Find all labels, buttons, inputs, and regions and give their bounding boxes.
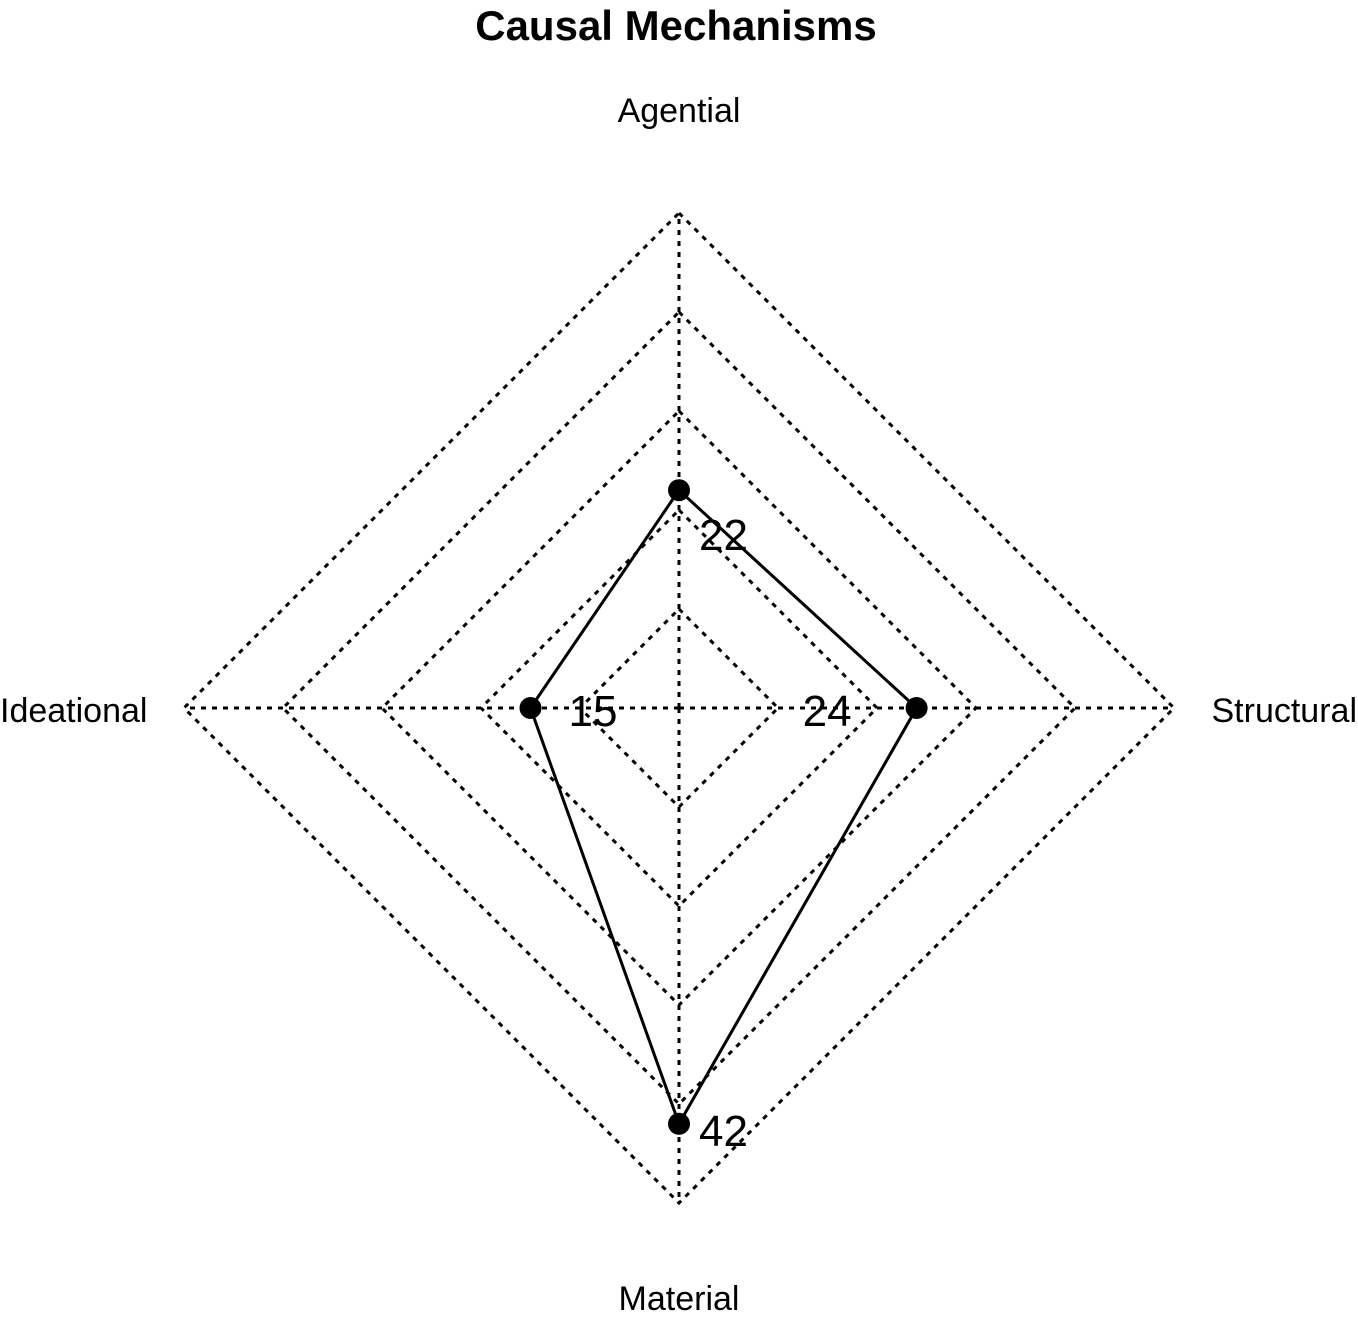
grid-ring-1 [577,606,781,810]
data-point-agential [668,479,690,502]
data-point-material [668,1112,690,1135]
data-label-agential: 22 [699,511,748,560]
axis-label-structural: Structural [1212,692,1358,730]
data-label-structural: 24 [803,687,852,736]
data-label-ideational: 15 [569,687,618,736]
data-points [519,479,928,1135]
chart-title: Causal Mechanisms [475,2,877,49]
series-line [528,487,919,1128]
data-point-structural [905,697,928,719]
series-layer [528,487,919,1128]
data-labels: 22 24 42 15 [569,511,852,1156]
axis-label-material: Material [619,1280,740,1318]
axis-label-agential: Agential [618,92,741,130]
data-point-ideational [519,697,542,719]
grid-ring-5 [181,210,1177,1206]
axis-spokes [184,213,1174,1203]
data-label-material: 42 [699,1107,748,1156]
axis-label-ideational: Ideational [0,692,147,730]
